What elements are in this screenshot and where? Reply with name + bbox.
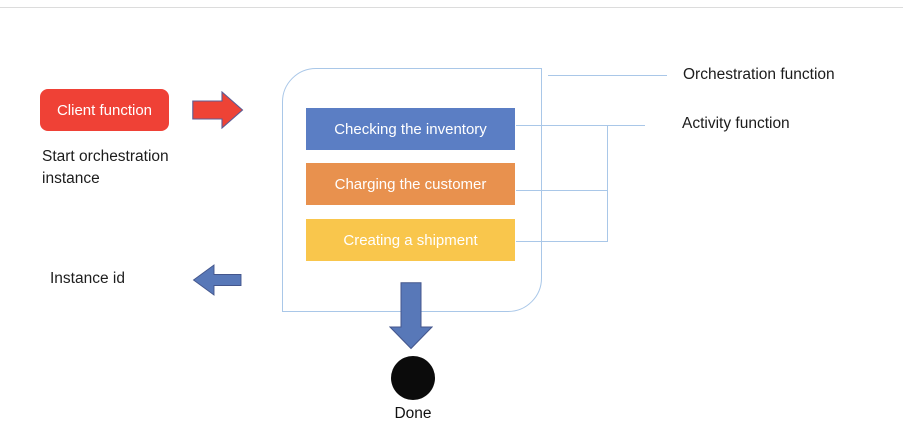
left-arrow-shape — [192, 264, 242, 296]
right-arrow-icon — [192, 91, 244, 129]
connector-activity-line-1 — [516, 125, 645, 127]
done-terminal-circle — [391, 356, 435, 400]
activity-label: Charging the customer — [334, 175, 487, 193]
connector-orchestration-line — [548, 75, 667, 77]
activity-function-label: Activity function — [682, 115, 790, 132]
start-orchestration-caption: Start orchestration instance — [42, 148, 169, 187]
client-function-box: Client function — [40, 89, 169, 131]
activity-box-checking-inventory: Checking the inventory — [306, 108, 515, 150]
activity-label: Creating a shipment — [343, 231, 478, 249]
right-arrow-shape — [192, 91, 244, 129]
activity-label: Checking the inventory — [334, 120, 487, 138]
connector-activity-line-2 — [516, 190, 607, 192]
done-label: Done — [394, 405, 432, 422]
instance-id-label: Instance id — [50, 270, 125, 287]
orchestration-function-label: Orchestration function — [683, 66, 835, 83]
down-arrow-shape — [389, 282, 433, 350]
left-arrow-icon — [192, 264, 242, 296]
client-function-label: Client function — [56, 101, 153, 119]
connector-activity-vertical-line — [607, 125, 609, 242]
down-arrow-icon — [389, 282, 433, 350]
connector-activity-line-3 — [516, 241, 607, 243]
top-divider — [0, 7, 903, 8]
activity-box-charging-customer: Charging the customer — [306, 163, 515, 205]
activity-box-creating-shipment: Creating a shipment — [306, 219, 515, 261]
